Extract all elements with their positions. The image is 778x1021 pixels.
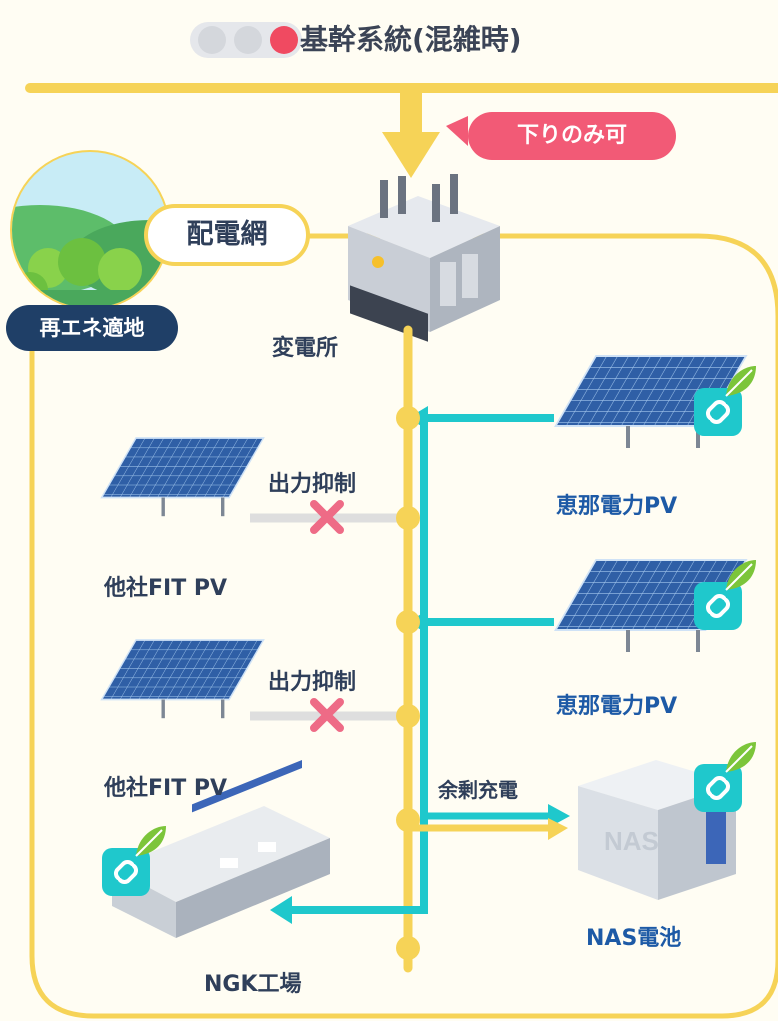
page-title: 基幹系統(混雑時) [300,23,522,56]
battery-container-icon: NAS [578,760,736,900]
svg-text:NAS: NAS [604,826,659,856]
link-app-icon [692,580,744,632]
surplus-charge-label: 余剰充電 [438,778,518,802]
link-app-icon [100,846,152,898]
grid-badge: 配電網 [144,204,310,266]
supply-flow-arrows [270,406,570,924]
link-app-icon [692,762,744,814]
substation-label: 変電所 [272,336,339,361]
other-pv-top-label: 他社FIT PV [104,576,228,601]
curtail-label-bottom: 出力抑制 [268,670,357,695]
curtail-label-top: 出力抑制 [268,472,357,497]
solar-panel-icon [100,639,265,720]
other-pv-bottom-label: 他社FIT PV [104,776,228,801]
factory-icon [112,759,330,938]
distribution-network-outline [29,233,778,1019]
nas-battery-label: NAS電池 [586,926,682,951]
solar-panel-icon [100,437,265,518]
curtail-cross-icon [310,698,344,732]
renewable-site-badge: 再エネ適地 [6,305,178,351]
junction-dots [396,406,420,960]
curtail-cross-icon [310,500,344,534]
badge-pointer [446,116,468,146]
signal-light-icon [190,22,302,58]
link-app-icon [692,386,744,438]
flow-badge: 下りのみ可 [468,112,676,160]
ena-pv-mid-label: 恵那電力PV [556,694,678,719]
ena-pv-top-label: 恵那電力PV [556,494,678,519]
ngk-factory-label: NGK工場 [204,972,302,997]
substation-icon [348,174,500,342]
leaf-icon [725,741,757,773]
downward-arrow [382,92,440,178]
